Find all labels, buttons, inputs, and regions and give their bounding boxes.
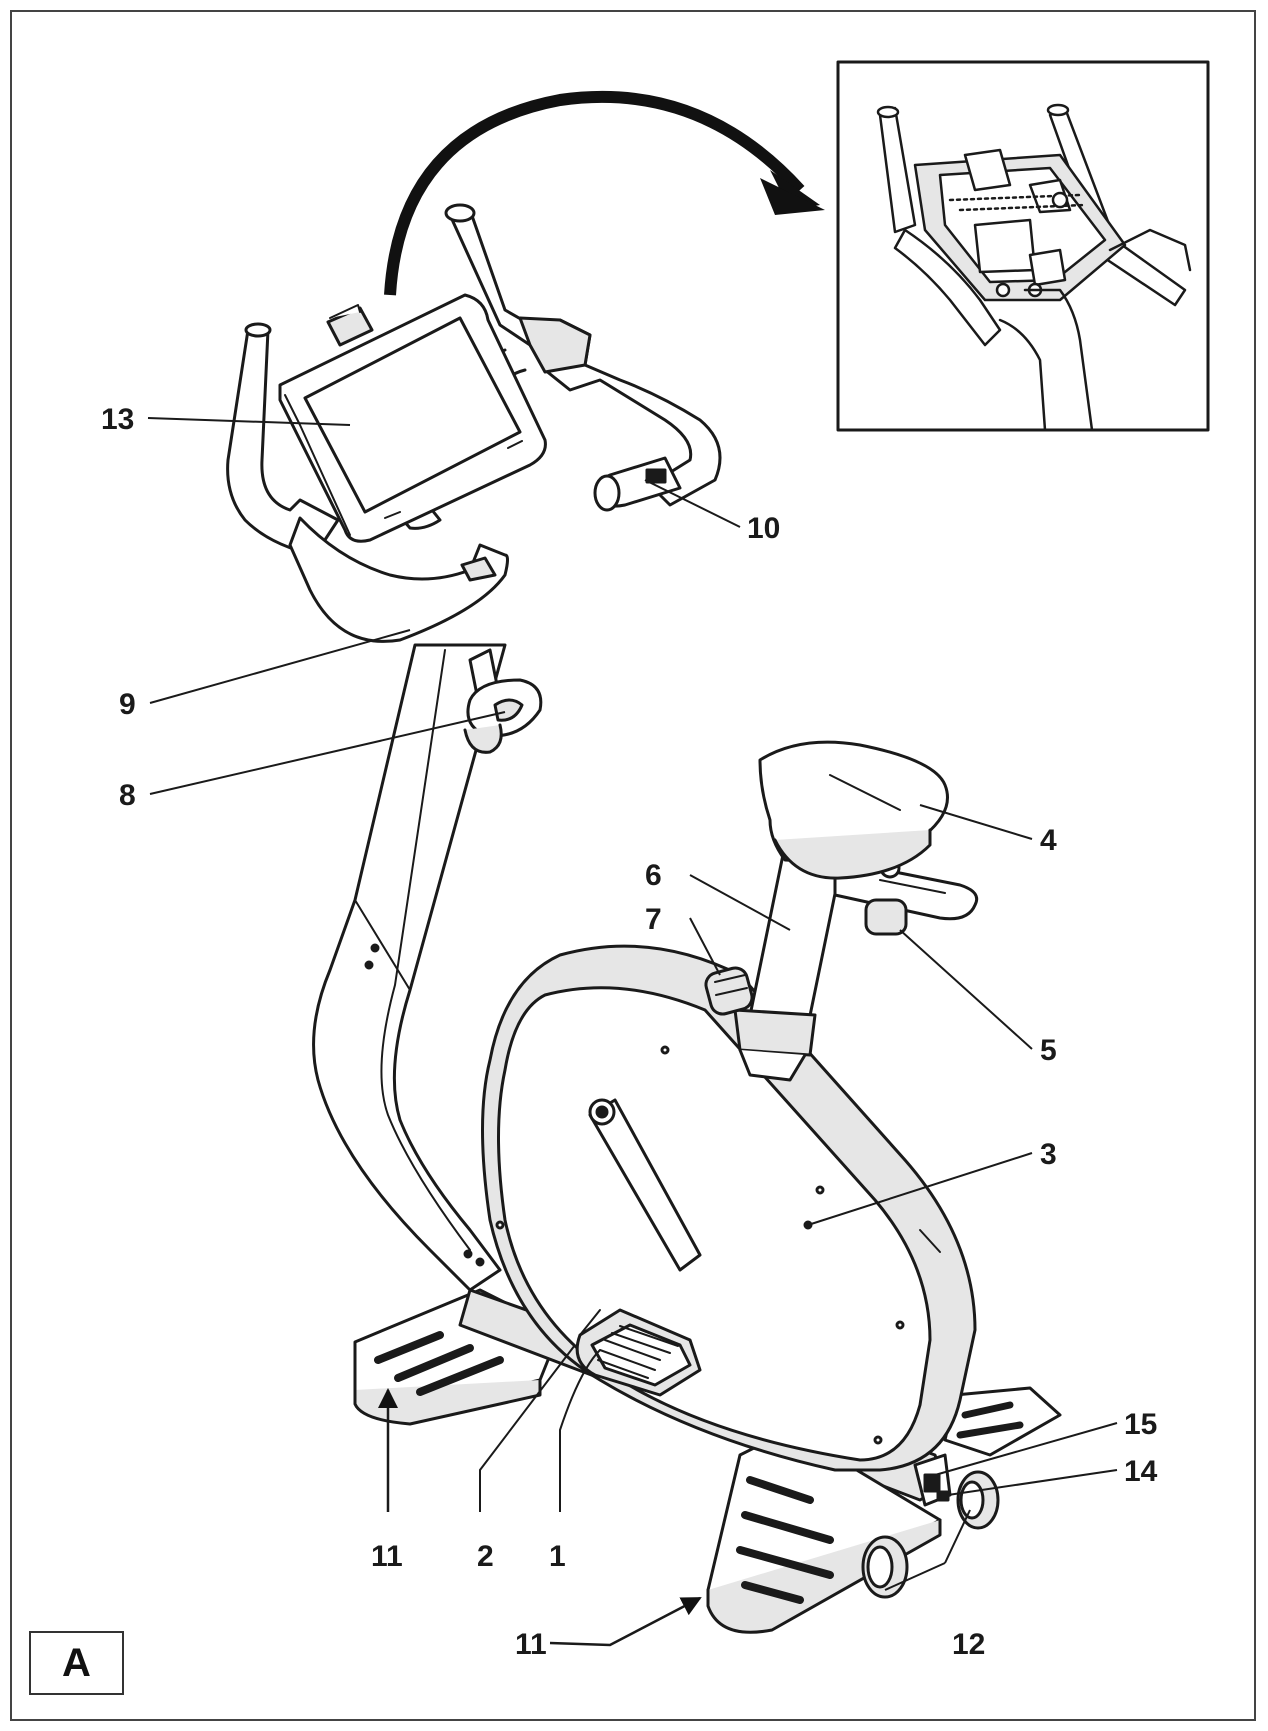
saddle [758, 740, 949, 880]
callout-10: 10 [747, 512, 780, 545]
figure-letter-box: A [29, 1631, 124, 1695]
transport-wheels [861, 1453, 1000, 1599]
crank-and-pedal [575, 1098, 702, 1397]
callout-5: 5 [1040, 1034, 1057, 1067]
seat-post [704, 843, 847, 1082]
bottle-holder [463, 648, 543, 754]
figure-letter: A [62, 1640, 91, 1685]
callout-1: 1 [549, 1540, 566, 1573]
inset-detail [836, 60, 1210, 432]
callout-9: 9 [119, 688, 136, 721]
callout-7: 7 [645, 903, 662, 936]
callout-11-front: 11 [515, 1628, 547, 1661]
callout-2: 2 [477, 1540, 494, 1573]
callout-4: 4 [1040, 824, 1057, 857]
console [278, 293, 547, 543]
diagram-frame [10, 10, 1256, 1721]
callout-6: 6 [645, 859, 662, 892]
main-frame-column [312, 643, 507, 1292]
callout-labels: 13 10 9 8 4 6 7 5 3 15 14 11 2 1 11 12 [101, 403, 1158, 1661]
leader-arrows [378, 1388, 702, 1647]
callout-3: 3 [1040, 1138, 1057, 1171]
callout-12: 12 [952, 1628, 985, 1661]
callout-11-rear: 11 [371, 1540, 403, 1573]
callout-13: 13 [101, 403, 134, 436]
callout-14: 14 [1124, 1455, 1158, 1488]
callout-8: 8 [119, 779, 136, 812]
callout-15: 15 [1124, 1408, 1157, 1441]
pointer-arrow-to-inset [384, 90, 825, 296]
flywheel-housing [481, 944, 977, 1472]
leader-lines [147, 417, 1118, 1591]
